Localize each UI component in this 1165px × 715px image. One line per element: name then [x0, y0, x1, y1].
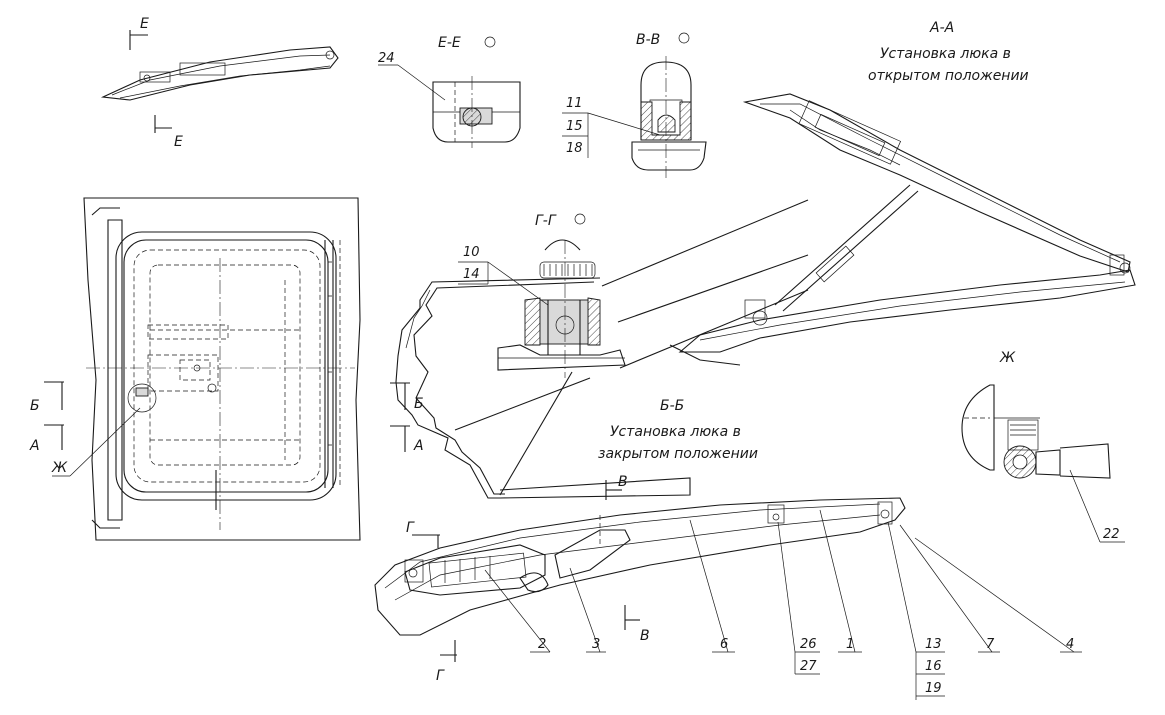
cut-a-left-label: А — [29, 438, 40, 454]
section-gg-title: Г-Г — [535, 213, 557, 229]
view-zh-drawing — [961, 384, 1111, 479]
cut-g-bottom-label: Г — [436, 668, 445, 684]
callout-10: 10 — [463, 245, 480, 260]
section-bb-caption-line2: закрытом положении — [598, 446, 758, 462]
section-vv-drawing — [631, 56, 707, 178]
cut-v-top-label: В — [618, 474, 628, 490]
leader-band — [395, 199, 809, 499]
cut-b-mid-label: Б — [414, 396, 424, 412]
cut-zh-label: Ж — [51, 460, 68, 476]
view-zh-title: Ж — [999, 350, 1016, 366]
view-e-label-bottom: Е — [174, 134, 183, 150]
callout-6: 6 — [720, 637, 728, 652]
callout-13: 13 — [925, 637, 942, 652]
plan-view-drawing — [83, 197, 361, 541]
section-gg-drawing — [497, 239, 626, 378]
callout-7: 7 — [986, 637, 995, 652]
section-bb-title: Б-Б — [660, 398, 684, 414]
view-e-label-top: Е — [140, 16, 149, 32]
callout-27: 27 — [800, 659, 817, 674]
callout-26: 26 — [800, 637, 817, 652]
section-aa-caption-line2: открытом положении — [868, 68, 1029, 84]
section-vv-title: В-В — [636, 32, 660, 48]
callout-2: 2 — [538, 637, 546, 652]
cut-b-left-label: Б — [30, 398, 40, 414]
callout-24: 24 — [378, 51, 395, 66]
scale-mark-icon — [484, 36, 496, 48]
cut-a-mid-label: А — [413, 438, 424, 454]
callout-16: 16 — [925, 659, 942, 674]
section-aa-title: А-А — [929, 20, 954, 36]
callout-4: 4 — [1066, 637, 1074, 652]
section-ee-title: Е-Е — [438, 35, 461, 51]
section-bb-caption-line1: Установка люка в — [610, 424, 741, 440]
callout-15: 15 — [566, 119, 583, 134]
scale-mark-icon-2 — [678, 32, 690, 44]
view-e-drawing — [100, 30, 339, 133]
section-aa-drawing — [669, 93, 1136, 366]
callout-18: 18 — [566, 141, 583, 156]
closed-hatch-drawing — [374, 497, 906, 636]
section-aa-caption-line1: Установка люка в — [880, 46, 1011, 62]
callout-11: 11 — [566, 96, 583, 111]
callout-14: 14 — [463, 267, 480, 282]
callout-3: 3 — [592, 637, 600, 652]
cut-v-bottom-label: В — [640, 628, 650, 644]
callout-19: 19 — [925, 681, 942, 696]
callout-1: 1 — [846, 637, 854, 652]
callout-22: 22 — [1103, 527, 1120, 542]
cut-g-top-label: Г — [406, 520, 415, 536]
section-ee-drawing — [432, 76, 521, 148]
scale-mark-icon-3 — [574, 213, 586, 225]
